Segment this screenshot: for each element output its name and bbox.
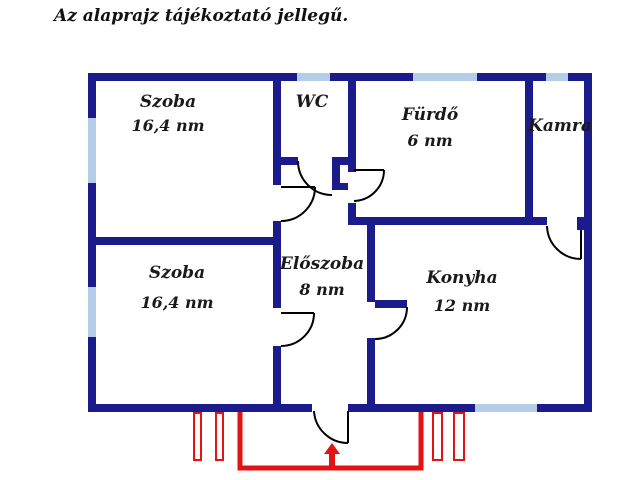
window-top-kamra bbox=[546, 73, 568, 81]
porch-column bbox=[215, 412, 224, 461]
room-label-szoba-top: Szoba 16,4 nm bbox=[98, 91, 238, 137]
room-area: 6 nm bbox=[407, 131, 453, 150]
room-name: Fürdő bbox=[401, 105, 459, 125]
room-label-kamra: Kamra bbox=[527, 116, 593, 136]
wall-between-szoba-rooms bbox=[96, 237, 273, 245]
window-left-szoba-bottom bbox=[88, 287, 96, 337]
wall-wc-furdo-left-upper bbox=[348, 80, 356, 172]
room-name: Szoba bbox=[148, 263, 206, 283]
window-top-furdo bbox=[413, 73, 477, 81]
room-name: Kamra bbox=[528, 116, 592, 136]
wall-kamra-bottom-stub bbox=[533, 217, 547, 225]
room-label-wc: WC bbox=[284, 92, 340, 112]
walls-group bbox=[88, 73, 592, 412]
wall-konyha-door-stub bbox=[375, 300, 407, 308]
outer-wall-top bbox=[88, 73, 592, 81]
porch-outline bbox=[237, 412, 424, 471]
wall-furdo-bottom bbox=[348, 217, 533, 225]
wall-corridor-jog-vertical bbox=[332, 157, 340, 190]
wall-furdo-left-lower bbox=[348, 203, 356, 225]
window-left-szoba-top bbox=[88, 118, 96, 183]
room-name: Előszoba bbox=[279, 254, 365, 274]
room-area: 16,4 nm bbox=[140, 293, 214, 312]
door-arc-wc bbox=[297, 160, 333, 196]
wall-corridor-jog-horizontal bbox=[332, 183, 348, 190]
window-bottom-konyha bbox=[475, 404, 537, 412]
outer-wall-left bbox=[88, 73, 96, 412]
door-arc-kamra bbox=[546, 225, 582, 260]
porch-column bbox=[453, 412, 465, 461]
wall-szoba-corridor-upper bbox=[273, 80, 281, 185]
room-label-konyha: Konyha 12 nm bbox=[408, 265, 516, 319]
porch-group bbox=[193, 412, 465, 471]
outer-wall-bottom-left bbox=[88, 404, 312, 412]
wall-eloszoba-konyha-upper bbox=[367, 225, 375, 302]
wall-szoba-corridor-lower bbox=[273, 346, 281, 404]
wall-kamra-left bbox=[525, 80, 533, 225]
wall-szoba-corridor-middle bbox=[273, 221, 281, 308]
door-arc-furdo bbox=[353, 169, 385, 202]
wall-wc-bottom-right bbox=[332, 157, 356, 165]
porch-column bbox=[432, 412, 443, 461]
wall-wc-bottom-left bbox=[273, 157, 298, 165]
room-area: 16,4 nm bbox=[131, 116, 205, 135]
room-area: 8 nm bbox=[299, 280, 345, 299]
door-arc-konyha bbox=[374, 306, 408, 340]
doors-group bbox=[280, 160, 582, 445]
outer-wall-right bbox=[584, 73, 592, 412]
room-area: 12 nm bbox=[433, 296, 491, 315]
disclaimer-text: Az alaprajz tájékoztató jellegű. bbox=[54, 6, 349, 26]
room-label-eloszoba: Előszoba 8 nm bbox=[266, 252, 378, 302]
room-name: WC bbox=[295, 92, 329, 112]
room-name: Szoba bbox=[139, 92, 197, 112]
door-arc-szoba-bottom bbox=[280, 312, 315, 347]
window-top-wc bbox=[297, 73, 330, 81]
porch-columns bbox=[193, 412, 465, 461]
door-arc-entrance bbox=[313, 410, 349, 445]
room-label-furdo: Fürdő 6 nm bbox=[368, 103, 492, 153]
room-name: Konyha bbox=[426, 268, 498, 288]
wall-kamra-door-jamb bbox=[577, 217, 586, 230]
door-arc-szoba-top bbox=[280, 186, 316, 222]
porch-column bbox=[193, 412, 202, 461]
outer-wall-bottom-right bbox=[348, 404, 592, 412]
wall-eloszoba-konyha-lower bbox=[367, 338, 375, 404]
windows-group bbox=[88, 73, 568, 412]
entrance-arrow-icon bbox=[324, 443, 340, 466]
room-label-szoba-bottom: Szoba 16,4 nm bbox=[103, 259, 251, 317]
